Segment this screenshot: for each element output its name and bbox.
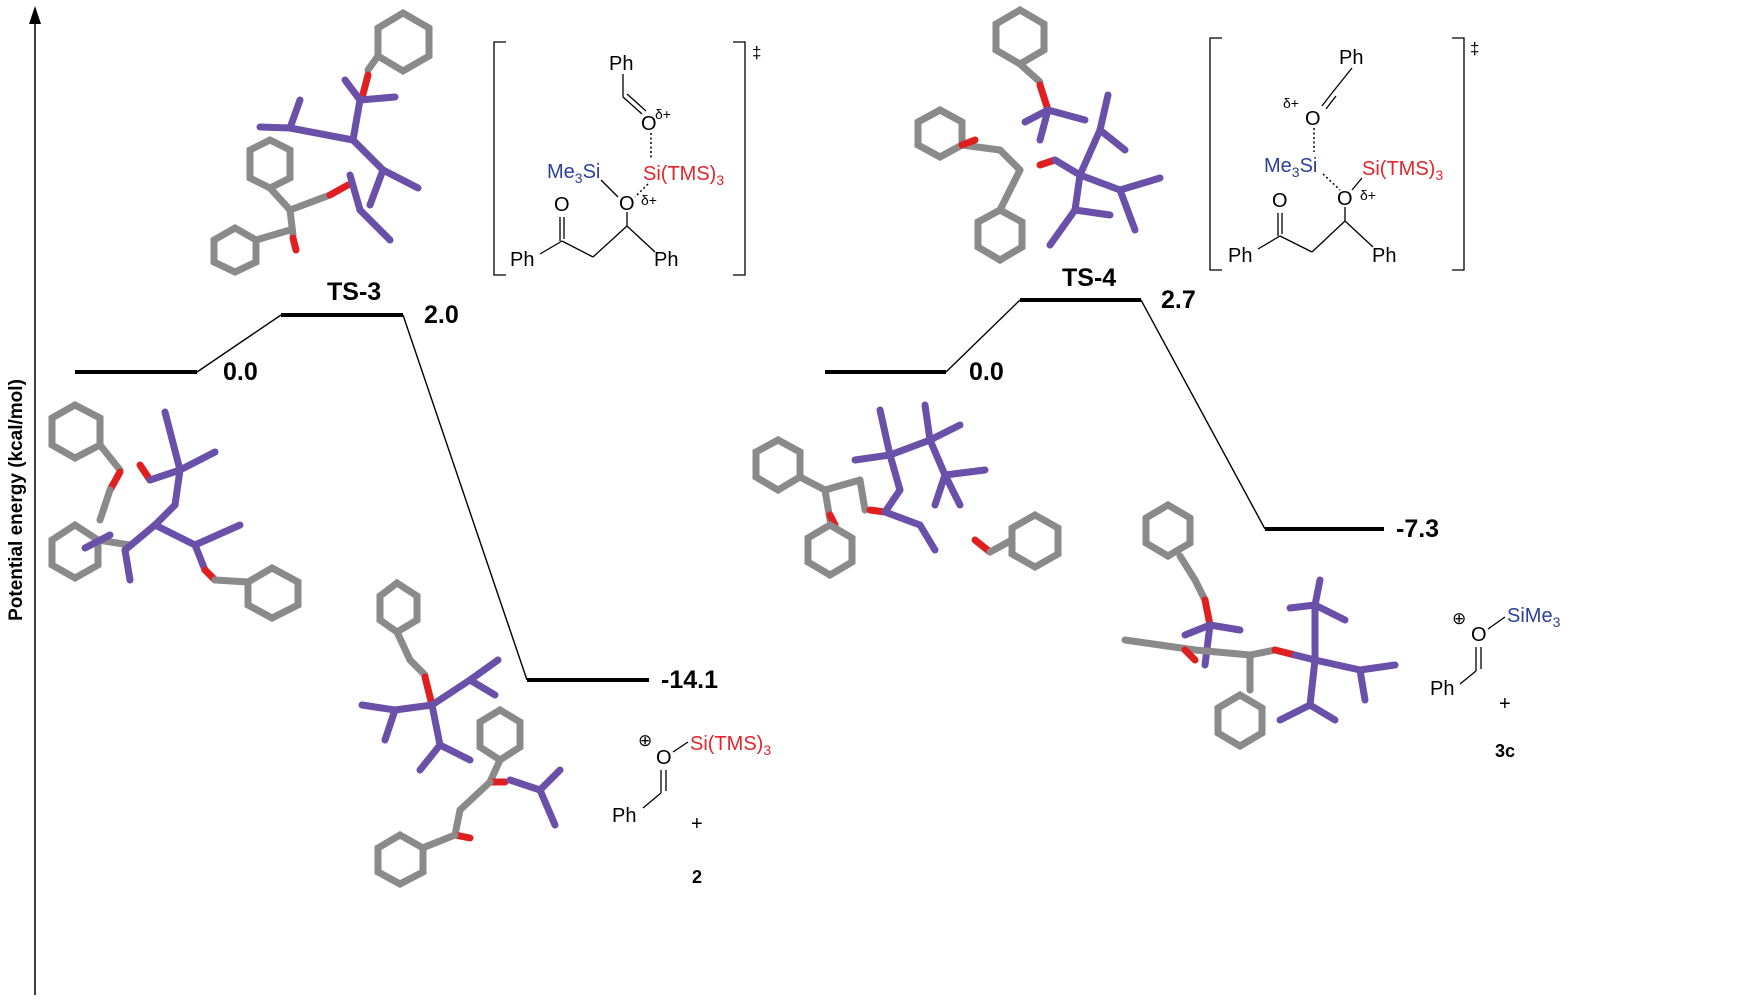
prod2-ph: Ph [612,805,636,827]
connector-right-2 [1140,299,1266,530]
reactant-right-3d-model [752,401,1062,580]
y-axis-title: Potential energy (kcal/mol) [6,379,27,621]
product-2-scheme: ⊕ O Si(TMS)3 Ph + 2 [612,731,771,887]
ts4-3d-model [914,5,1164,265]
energy-right-product: -7.3 [1396,515,1439,543]
label-ts3: TS-3 [327,278,381,306]
ts3-ph-right: Ph [654,249,678,271]
ts4-o-bottom: O [1337,188,1353,210]
energy-right-start: 0.0 [969,358,1004,386]
bracket-right [733,41,746,276]
ts3-me3si: Me3Si [547,161,600,186]
prod3c-plus: + [1499,693,1511,715]
ts3-o-ketone: O [554,194,570,216]
ts3-3d-model [210,8,433,276]
product-2-3d-model [358,578,564,888]
bracket-left [493,41,506,276]
ts4-ph-left: Ph [1228,245,1252,267]
bracket-left [1209,37,1222,271]
prod3c-oplus: ⊕ [1452,609,1466,628]
prod3c-o: O [1471,624,1487,646]
label-ts4: TS-4 [1062,264,1116,292]
ts4-delta-top: δ+ [1283,95,1299,111]
ts4-ph-right: Ph [1372,245,1396,267]
ts4-sitms3: Si(TMS)3 [1362,158,1443,183]
scheme-ts4: ‡ Ph O δ+ Me3Si Si(TMS)3 O δ+ O Ph Ph [1209,37,1479,271]
product-3c-3d-model [1121,500,1399,751]
prod3c-si: SiMe3 [1507,605,1561,630]
ts4-delta-bottom: δ+ [1360,187,1376,203]
energy-left-start: 0.0 [223,358,258,386]
bracket-right [1452,37,1465,271]
ts4-ph-top: Ph [1339,47,1363,69]
ts3-sitms3: Si(TMS)3 [643,163,724,188]
ts4-o-top: O [1305,108,1321,130]
ts4-o-ketone: O [1272,190,1288,212]
reactant-left-3d-model [48,401,302,622]
ts3-ph-top: Ph [609,53,633,75]
prod2-si: Si(TMS)3 [690,733,771,758]
prod2-oplus: ⊕ [638,731,652,750]
prod2-plus: + [691,813,703,835]
dagger-ts3: ‡ [752,43,761,62]
energy-left-product: -14.1 [661,666,718,694]
scheme-ts3: ‡ Ph O δ+ Me3Si Si(TMS)3 O δ+ O Ph Ph [493,41,761,276]
product-3c-scheme: ⊕ O SiMe3 Ph + 3c [1430,605,1561,761]
energy-ts4: 2.7 [1161,286,1196,314]
connector-right-1 [945,299,1021,373]
connector-left-2 [402,314,528,681]
prod2-o: O [656,747,672,769]
profile-ts3 [75,313,649,682]
y-axis-arrowhead [29,6,41,24]
ts4-me3si: Me3Si [1264,155,1317,180]
ts3-delta-top: δ+ [655,106,671,122]
connector-left-1 [196,314,282,373]
ts3-o-top: O [641,113,657,135]
dagger-ts4: ‡ [1470,39,1479,58]
ts3-delta-bottom: δ+ [641,192,657,208]
profile-ts4 [825,298,1384,531]
compound-3c-label: 3c [1495,741,1515,761]
compound-2-label: 2 [692,867,702,887]
energy-ts3: 2.0 [424,301,459,329]
prod3c-ph: Ph [1430,678,1454,700]
ts3-o-bottom: O [619,193,635,215]
ts3-ph-left: Ph [510,249,534,271]
